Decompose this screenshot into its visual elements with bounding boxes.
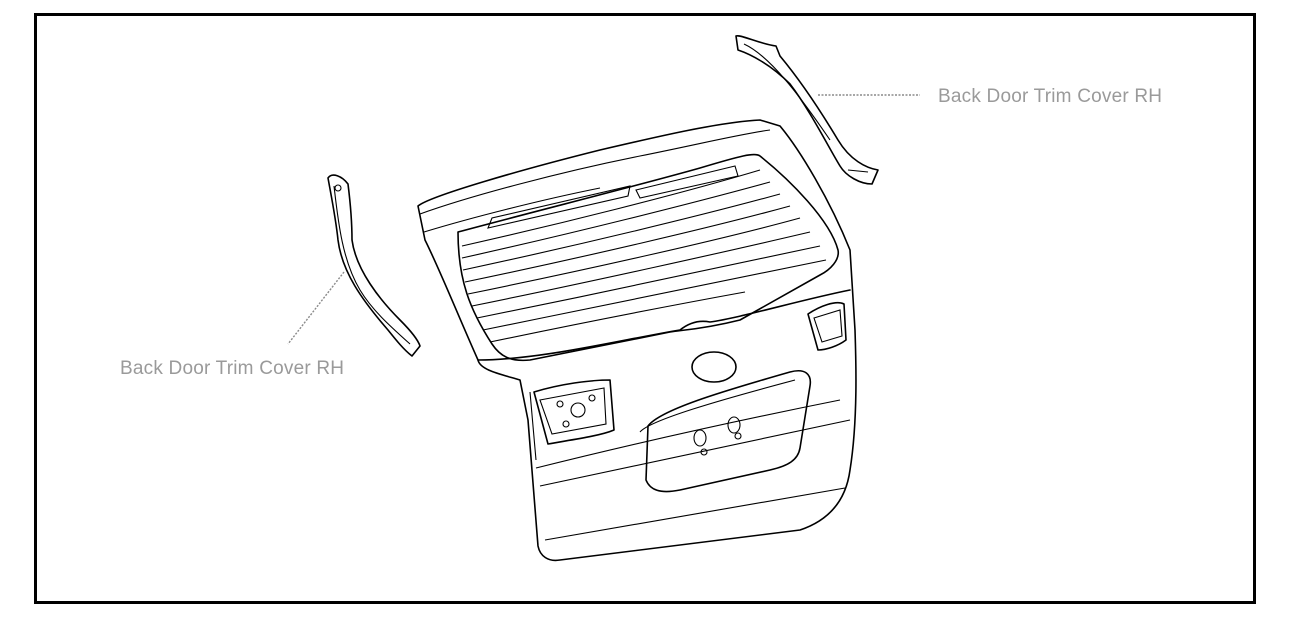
label-trim-cover-left: Back Door Trim Cover RH <box>120 358 345 379</box>
diagram-frame <box>34 13 1256 604</box>
leader-line-left <box>287 271 345 345</box>
trim-cover-top-part <box>735 34 879 185</box>
back-door-panel <box>417 119 857 562</box>
label-trim-cover-top: Back Door Trim Cover RH <box>938 86 1163 107</box>
trim-cover-left-part <box>327 174 421 357</box>
